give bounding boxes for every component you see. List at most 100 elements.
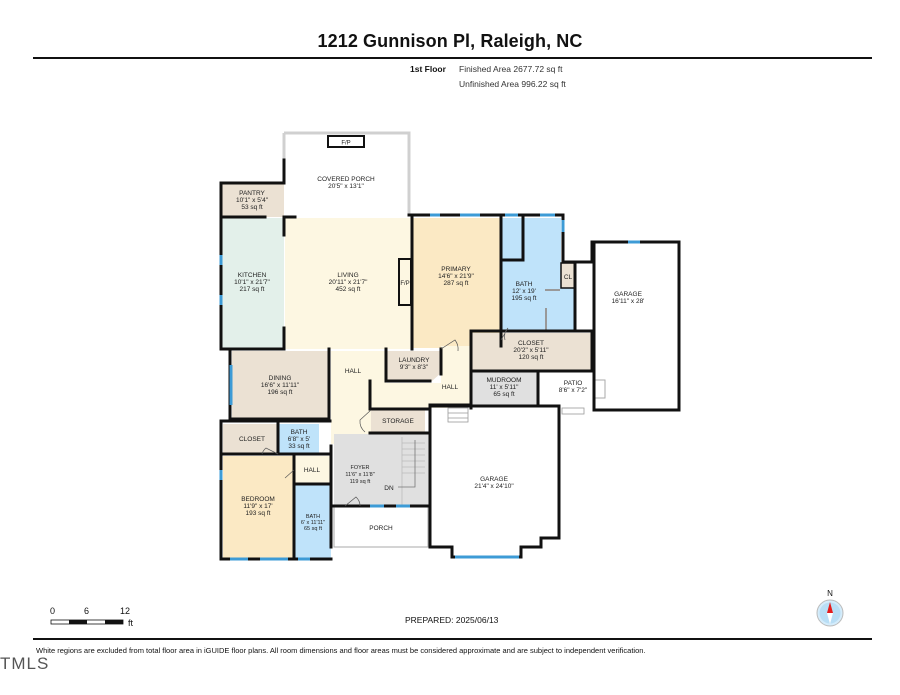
disclaimer-text: White regions are excluded from total fl… <box>36 646 646 655</box>
svg-text:BATH: BATH <box>291 429 308 436</box>
svg-text:PRIMARY: PRIMARY <box>441 266 471 273</box>
svg-text:CL: CL <box>564 274 573 281</box>
svg-text:217 sq ft: 217 sq ft <box>240 286 265 293</box>
svg-text:195 sq ft: 195 sq ft <box>512 295 537 302</box>
compass: N <box>814 588 846 635</box>
svg-text:53 sq ft: 53 sq ft <box>241 204 263 211</box>
svg-text:F/P: F/P <box>400 281 409 287</box>
svg-text:CLOSET: CLOSET <box>518 340 544 347</box>
svg-text:BATH: BATH <box>306 514 320 520</box>
svg-text:GARAGE: GARAGE <box>480 476 508 483</box>
svg-text:GARAGE: GARAGE <box>614 291 642 298</box>
svg-text:16'6" x 11'11": 16'6" x 11'11" <box>261 382 300 389</box>
room-bath-bedroom: BATH 6' x 11'11" 65 sq ft <box>295 485 331 559</box>
room-foyer: FOYER 11'6" x 11'8" 119 sq ft DN <box>334 434 430 506</box>
room-porch: PORCH <box>333 506 429 548</box>
svg-text:452 sq ft: 452 sq ft <box>336 286 361 293</box>
svg-text:BATH: BATH <box>516 281 533 288</box>
room-storage: STORAGE <box>371 410 425 432</box>
svg-text:DN: DN <box>384 485 394 492</box>
svg-text:PANTRY: PANTRY <box>239 190 265 197</box>
svg-text:120 sq ft: 120 sq ft <box>519 354 544 361</box>
compass-icon: N <box>816 589 844 627</box>
room-closet-primary: CLOSET 20'2" x 5'11" 120 sq ft <box>471 333 592 370</box>
scale-bar-graphic <box>50 619 124 625</box>
footer-divider <box>33 638 872 640</box>
room-closet-bedroom: CLOSET <box>223 424 278 454</box>
scale-label-0: 0 <box>50 606 56 616</box>
svg-text:20'2" x 5'11": 20'2" x 5'11" <box>513 347 549 354</box>
svg-text:STORAGE: STORAGE <box>382 418 414 425</box>
svg-text:193 sq ft: 193 sq ft <box>246 510 271 517</box>
svg-text:16'11" x 28': 16'11" x 28' <box>612 298 645 305</box>
room-bedroom: BEDROOM 11'9" x 17' 193 sq ft <box>223 456 294 559</box>
svg-text:11'6" x 11'8": 11'6" x 11'8" <box>345 472 374 478</box>
watermark-logo: TMLS <box>0 654 50 673</box>
svg-text:6'8" x 5': 6'8" x 5' <box>288 436 311 443</box>
room-garage-small: GARAGE 16'11" x 28' <box>592 242 679 410</box>
finished-area: Finished Area 2677.72 sq ft <box>459 64 563 74</box>
room-living: F/P LIVING 20'11" x 21'7" 452 sq ft <box>285 218 412 349</box>
svg-text:11'9" x 17': 11'9" x 17' <box>243 503 272 510</box>
doors <box>261 327 509 507</box>
prepared-date: PREPARED: 2025/06/13 <box>405 615 499 625</box>
svg-text:11' x 5'11": 11' x 5'11" <box>490 384 519 391</box>
svg-text:LAUNDRY: LAUNDRY <box>399 357 431 364</box>
room-laundry: LAUNDRY 9'3" x 8'3" <box>386 351 441 381</box>
svg-text:9'3" x 8'3": 9'3" x 8'3" <box>400 364 429 371</box>
svg-text:BEDROOM: BEDROOM <box>241 496 275 503</box>
title-divider <box>33 57 872 59</box>
svg-text:HALL: HALL <box>345 368 362 375</box>
svg-text:8'6" x 7'2": 8'6" x 7'2" <box>559 387 588 394</box>
svg-text:12' x 19': 12' x 19' <box>512 288 536 295</box>
svg-text:CLOSET: CLOSET <box>239 436 265 443</box>
room-covered-porch: F/P COVERED PORCH 20'5" x 13'1" <box>282 131 411 215</box>
svg-text:DINING: DINING <box>269 375 292 382</box>
svg-text:65 sq ft: 65 sq ft <box>493 391 515 398</box>
walls <box>219 158 681 561</box>
svg-text:20'11" x 21'7": 20'11" x 21'7" <box>329 279 368 286</box>
scale-label-12: 12 <box>120 606 131 616</box>
svg-text:F/P: F/P <box>341 141 350 147</box>
floor-label: 1st Floor <box>410 64 446 74</box>
scale-unit: ft <box>128 618 134 628</box>
room-dining: DINING 16'6" x 11'11" 196 sq ft <box>232 351 329 419</box>
svg-text:PATIO: PATIO <box>564 380 583 387</box>
svg-text:COVERED PORCH: COVERED PORCH <box>317 176 375 183</box>
page-title: 1212 Gunnison Pl, Raleigh, NC <box>317 31 583 51</box>
stairs-arrow <box>398 440 416 488</box>
room-hall-2: HALL <box>441 346 470 406</box>
svg-text:20'5" x 13'1": 20'5" x 13'1" <box>328 183 364 190</box>
room-bath-small: BATH 6'8" x 5' 33 sq ft <box>279 424 319 454</box>
room-kitchen: KITCHEN 10'1" x 21'7" 217 sq ft <box>221 218 284 349</box>
svg-text:HALL: HALL <box>304 467 321 474</box>
svg-text:6' x 11'11": 6' x 11'11" <box>301 520 325 526</box>
room-pantry: PANTRY 10'1" x 5'4" 53 sq ft <box>221 183 284 217</box>
unfinished-area: Unfinished Area 996.22 sq ft <box>459 79 566 89</box>
svg-text:21'4" x 24'10": 21'4" x 24'10" <box>474 483 514 490</box>
svg-text:PORCH: PORCH <box>369 525 393 532</box>
room-patio: PATIO 8'6" x 7'2" <box>539 371 606 409</box>
svg-text:N: N <box>827 589 833 598</box>
svg-text:14'6" x 21'9": 14'6" x 21'9" <box>438 273 474 280</box>
room-primary: PRIMARY 14'6" x 21'9" 287 sq ft <box>413 218 500 348</box>
steps <box>447 407 585 423</box>
windows <box>219 213 640 561</box>
svg-text:196 sq ft: 196 sq ft <box>268 389 293 396</box>
svg-text:65 sq ft: 65 sq ft <box>304 526 323 532</box>
svg-text:287 sq ft: 287 sq ft <box>444 280 469 287</box>
room-hall-3: HALL <box>294 456 331 483</box>
scale-label-6: 6 <box>84 606 90 616</box>
svg-text:HALL: HALL <box>442 384 459 391</box>
svg-text:FOYER: FOYER <box>351 465 370 471</box>
room-garage-large: GARAGE 21'4" x 24'10" <box>430 408 559 557</box>
room-mudroom: MUDROOM 11' x 5'11" 65 sq ft <box>471 371 538 406</box>
room-primary-bath: CL BATH 12' x 19' 195 sq ft <box>502 218 576 331</box>
svg-text:10'1" x 21'7": 10'1" x 21'7" <box>234 279 270 286</box>
svg-text:119 sq ft: 119 sq ft <box>350 479 371 485</box>
svg-text:LIVING: LIVING <box>337 272 358 279</box>
svg-text:10'1" x 5'4": 10'1" x 5'4" <box>236 197 269 204</box>
svg-text:33 sq ft: 33 sq ft <box>288 443 310 450</box>
svg-text:MUDROOM: MUDROOM <box>486 377 521 384</box>
